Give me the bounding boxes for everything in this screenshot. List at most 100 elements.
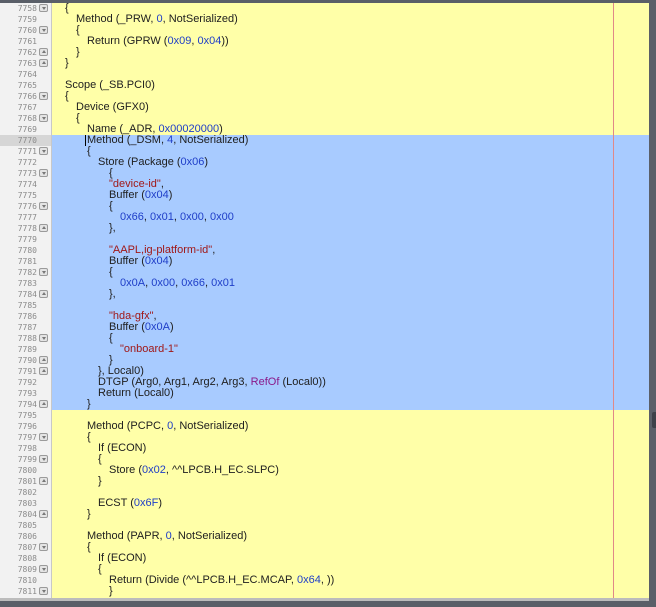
code-line[interactable]: 7807{ bbox=[0, 542, 649, 553]
code-text[interactable]: Store (0x02, ^^LPCB.H_EC.SLPC) bbox=[109, 465, 279, 476]
code-text[interactable]: { bbox=[98, 454, 102, 465]
code-text[interactable]: { bbox=[109, 168, 113, 179]
fold-end-icon[interactable] bbox=[39, 48, 48, 56]
code-line[interactable]: 7802 bbox=[0, 487, 649, 498]
code-line[interactable]: 7760{ bbox=[0, 25, 649, 36]
code-text[interactable]: "hda-gfx", bbox=[109, 311, 157, 322]
code-line[interactable]: 7774"device-id", bbox=[0, 179, 649, 190]
fold-end-icon[interactable] bbox=[39, 290, 48, 298]
horizontal-scrollbar[interactable] bbox=[0, 598, 649, 601]
fold-end-icon[interactable] bbox=[39, 367, 48, 375]
code-text[interactable]: { bbox=[65, 91, 69, 102]
fold-collapse-icon[interactable] bbox=[39, 587, 48, 595]
code-line[interactable]: 7785 bbox=[0, 300, 649, 311]
code-text[interactable]: { bbox=[87, 146, 91, 157]
code-text[interactable]: }, bbox=[109, 223, 116, 234]
code-line[interactable]: 7776{ bbox=[0, 201, 649, 212]
code-line[interactable]: 7778}, bbox=[0, 223, 649, 234]
code-line[interactable]: 7771{ bbox=[0, 146, 649, 157]
code-text[interactable]: Return (Local0) bbox=[98, 388, 174, 399]
code-text[interactable]: { bbox=[109, 201, 113, 212]
fold-collapse-icon[interactable] bbox=[39, 147, 48, 155]
code-text[interactable]: If (ECON) bbox=[98, 443, 146, 454]
fold-collapse-icon[interactable] bbox=[39, 114, 48, 122]
code-line[interactable]: 7779 bbox=[0, 234, 649, 245]
code-line[interactable]: 7773{ bbox=[0, 168, 649, 179]
code-text[interactable]: DTGP (Arg0, Arg1, Arg2, Arg3, RefOf (Loc… bbox=[98, 377, 326, 388]
code-line[interactable]: 7758{ bbox=[0, 3, 649, 14]
code-text[interactable]: Store (Package (0x06) bbox=[98, 157, 208, 168]
fold-collapse-icon[interactable] bbox=[39, 268, 48, 276]
code-text[interactable]: { bbox=[109, 333, 113, 344]
fold-collapse-icon[interactable] bbox=[39, 543, 48, 551]
code-text[interactable]: Return (GPRW (0x09, 0x04)) bbox=[87, 36, 229, 47]
code-text[interactable]: Method (_PRW, 0, NotSerialized) bbox=[76, 14, 238, 25]
fold-collapse-icon[interactable] bbox=[39, 455, 48, 463]
code-text[interactable]: { bbox=[87, 432, 91, 443]
fold-end-icon[interactable] bbox=[39, 400, 48, 408]
code-line[interactable]: 7780"AAPL,ig-platform-id", bbox=[0, 245, 649, 256]
code-text[interactable]: "device-id", bbox=[109, 179, 164, 190]
fold-collapse-icon[interactable] bbox=[39, 334, 48, 342]
code-line[interactable]: 7786"hda-gfx", bbox=[0, 311, 649, 322]
side-panel-handle[interactable] bbox=[652, 412, 656, 428]
fold-collapse-icon[interactable] bbox=[39, 565, 48, 573]
fold-end-icon[interactable] bbox=[39, 510, 48, 518]
fold-end-icon[interactable] bbox=[39, 356, 48, 364]
code-text[interactable]: Method (PAPR, 0, NotSerialized) bbox=[87, 531, 247, 542]
code-line[interactable]: 7789"onboard-1" bbox=[0, 344, 649, 355]
code-line[interactable]: 7811} bbox=[0, 586, 649, 597]
code-text[interactable]: "AAPL,ig-platform-id", bbox=[109, 245, 215, 256]
fold-collapse-icon[interactable] bbox=[39, 433, 48, 441]
code-text[interactable]: { bbox=[65, 3, 69, 14]
code-text[interactable]: Method (PCPC, 0, NotSerialized) bbox=[87, 421, 248, 432]
code-line[interactable]: 7795 bbox=[0, 410, 649, 421]
fold-end-icon[interactable] bbox=[39, 59, 48, 67]
code-line[interactable]: 7797{ bbox=[0, 432, 649, 443]
code-text[interactable]: Method (_DSM, 4, NotSerialized) bbox=[87, 135, 248, 146]
code-line[interactable]: 7794} bbox=[0, 399, 649, 410]
code-text[interactable]: 0x0A, 0x00, 0x66, 0x01 bbox=[120, 278, 235, 289]
code-text[interactable]: } bbox=[87, 399, 91, 410]
code-text[interactable]: Device (GFX0) bbox=[76, 102, 149, 113]
code-line[interactable]: 7805 bbox=[0, 520, 649, 531]
code-text[interactable]: If (ECON) bbox=[98, 553, 146, 564]
code-line[interactable]: 7784}, bbox=[0, 289, 649, 300]
code-line[interactable]: 7788{ bbox=[0, 333, 649, 344]
code-text[interactable]: { bbox=[76, 25, 80, 36]
code-line[interactable]: 7790} bbox=[0, 355, 649, 366]
code-text[interactable]: } bbox=[87, 509, 91, 520]
code-line[interactable]: 7809{ bbox=[0, 564, 649, 575]
code-line[interactable]: 7804} bbox=[0, 509, 649, 520]
fold-collapse-icon[interactable] bbox=[39, 4, 48, 12]
code-text[interactable]: { bbox=[98, 564, 102, 575]
fold-collapse-icon[interactable] bbox=[39, 26, 48, 34]
code-text[interactable]: Buffer (0x0A) bbox=[109, 322, 174, 333]
code-text[interactable]: } bbox=[109, 355, 113, 366]
code-text[interactable]: { bbox=[109, 267, 113, 278]
code-line[interactable]: 7791}, Local0) bbox=[0, 366, 649, 377]
code-text[interactable]: Buffer (0x04) bbox=[109, 190, 172, 201]
code-text[interactable]: } bbox=[98, 476, 102, 487]
code-line[interactable]: 7763} bbox=[0, 58, 649, 69]
code-text[interactable]: { bbox=[76, 113, 80, 124]
code-text[interactable]: } bbox=[109, 586, 113, 597]
fold-end-icon[interactable] bbox=[39, 477, 48, 485]
code-text[interactable]: Scope (_SB.PCI0) bbox=[65, 80, 155, 91]
